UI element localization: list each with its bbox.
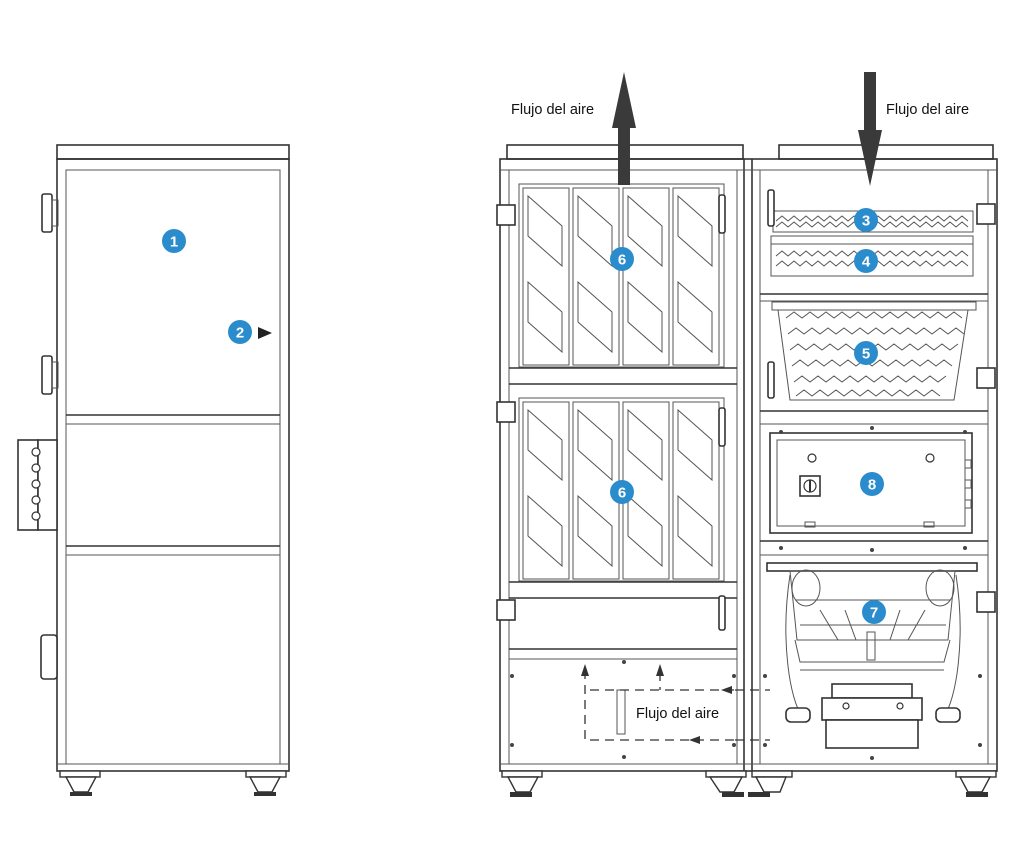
svg-text:7: 7 <box>870 605 878 622</box>
hepa-filter-lower <box>518 397 725 582</box>
foot-left <box>64 776 98 793</box>
airflow-label-inlet: Flujo del aire <box>886 102 969 118</box>
callout-7: 7 <box>862 600 886 624</box>
door-handle-middle <box>41 355 53 395</box>
indicator-arrow <box>258 327 272 339</box>
centrifugal-fan <box>766 562 978 749</box>
left-cabinet <box>17 144 290 796</box>
door-handle-top <box>41 193 53 233</box>
fan-motor <box>825 719 919 749</box>
foot-right <box>248 776 282 793</box>
airflow-out-arrow-icon <box>612 72 636 185</box>
svg-text:4: 4 <box>862 254 871 271</box>
callout-6-upper: 6 <box>610 247 634 271</box>
airflow-label-outlet: Flujo del aire <box>511 102 594 118</box>
hepa-filter-upper <box>518 183 725 368</box>
svg-text:6: 6 <box>618 485 626 502</box>
bag-filter <box>771 301 977 401</box>
callout-8: 8 <box>860 472 884 496</box>
internal-airflow-path <box>581 664 770 744</box>
svg-text:1: 1 <box>170 234 178 251</box>
svg-text:8: 8 <box>868 477 876 494</box>
control-box <box>769 432 973 534</box>
right-cabinet <box>496 144 998 797</box>
callout-6-lower: 6 <box>610 480 634 504</box>
svg-text:3: 3 <box>862 213 870 230</box>
svg-text:6: 6 <box>618 252 626 269</box>
svg-text:2: 2 <box>236 325 244 342</box>
airflow-in-arrow-icon <box>858 72 882 186</box>
airflow-label-internal: Flujo del aire <box>636 706 719 722</box>
callout-2: 2 <box>228 320 252 344</box>
callout-5: 5 <box>854 341 878 365</box>
callout-4: 4 <box>854 249 878 273</box>
callout-3: 3 <box>854 208 878 232</box>
svg-text:5: 5 <box>862 346 870 363</box>
callout-1: 1 <box>162 229 186 253</box>
door-handle-bottom <box>40 634 58 680</box>
